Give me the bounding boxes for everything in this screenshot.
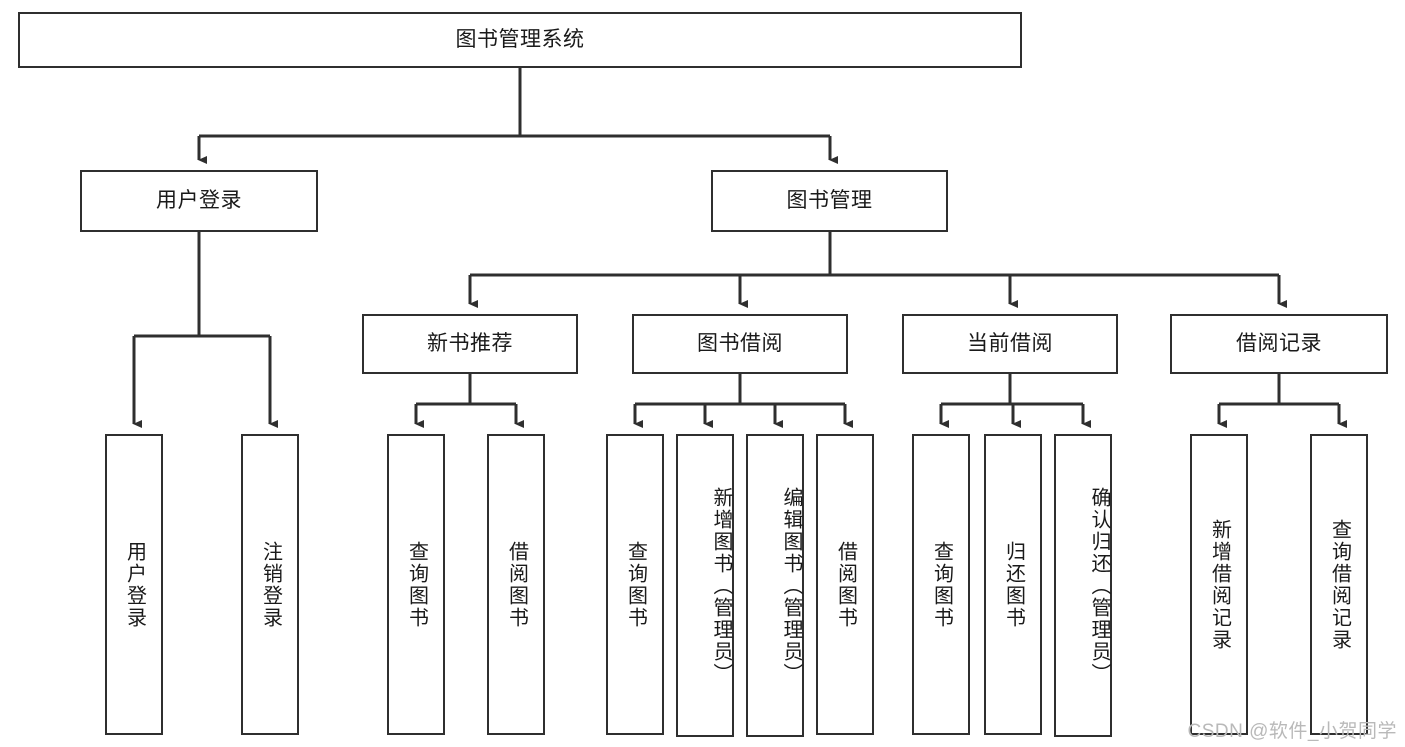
node-leaf-query-record[interactable]: 查询借阅记录 (1310, 434, 1368, 735)
node-leaf-query-book-borrow-label: 查询图书 (624, 540, 647, 629)
node-leaf-query-book-rec[interactable]: 查询图书 (387, 434, 445, 735)
node-user-login-label: 用户登录 (156, 189, 242, 213)
node-leaf-query-book-rec-label: 查询图书 (405, 540, 428, 629)
node-book-manage[interactable]: 图书管理 (711, 170, 948, 232)
node-leaf-borrow-book-rec[interactable]: 借阅图书 (487, 434, 545, 735)
node-leaf-query-book-cur[interactable]: 查询图书 (912, 434, 970, 735)
node-leaf-return-book-label: 归还图书 (1002, 540, 1025, 629)
node-root-label: 图书管理系统 (455, 28, 585, 52)
node-leaf-add-record-label: 新增借阅记录 (1208, 518, 1231, 651)
node-leaf-add-book[interactable]: 新增图书（管理员） (676, 434, 734, 737)
node-leaf-query-record-label: 查询借阅记录 (1328, 518, 1351, 651)
node-borrow-record[interactable]: 借阅记录 (1170, 314, 1388, 374)
node-leaf-borrow-book-rec-label: 借阅图书 (505, 540, 528, 629)
node-leaf-add-book-label: 新增图书（管理员） (710, 486, 732, 685)
node-user-login[interactable]: 用户登录 (80, 170, 318, 232)
node-leaf-user-login-label: 用户登录 (123, 540, 146, 629)
node-leaf-add-record[interactable]: 新增借阅记录 (1190, 434, 1248, 735)
node-book-manage-label: 图书管理 (786, 189, 873, 213)
watermark-text: CSDN @软件_小贺同学 (1187, 721, 1397, 742)
node-leaf-edit-book[interactable]: 编辑图书（管理员） (746, 434, 804, 737)
node-book-borrow-label: 图书借阅 (697, 332, 783, 356)
node-leaf-return-book[interactable]: 归还图书 (984, 434, 1042, 735)
node-root[interactable]: 图书管理系统 (18, 12, 1022, 68)
node-leaf-query-book-borrow[interactable]: 查询图书 (606, 434, 664, 735)
node-book-borrow[interactable]: 图书借阅 (632, 314, 848, 374)
node-leaf-user-logout-label: 注销登录 (259, 540, 282, 629)
node-leaf-confirm-return[interactable]: 确认归还（管理员） (1054, 434, 1112, 737)
node-leaf-query-book-cur-label: 查询图书 (930, 540, 953, 629)
node-current-borrow[interactable]: 当前借阅 (902, 314, 1118, 374)
node-leaf-confirm-return-label: 确认归还（管理员） (1088, 486, 1110, 685)
node-new-book-recommend[interactable]: 新书推荐 (362, 314, 578, 374)
node-leaf-borrow-book-label: 借阅图书 (834, 540, 857, 629)
node-current-borrow-label: 当前借阅 (967, 332, 1053, 356)
node-new-book-recommend-label: 新书推荐 (427, 332, 513, 356)
node-leaf-user-logout[interactable]: 注销登录 (241, 434, 299, 735)
node-leaf-borrow-book[interactable]: 借阅图书 (816, 434, 874, 735)
node-borrow-record-label: 借阅记录 (1236, 332, 1322, 356)
node-leaf-edit-book-label: 编辑图书（管理员） (780, 486, 802, 685)
node-leaf-user-login[interactable]: 用户登录 (105, 434, 163, 735)
